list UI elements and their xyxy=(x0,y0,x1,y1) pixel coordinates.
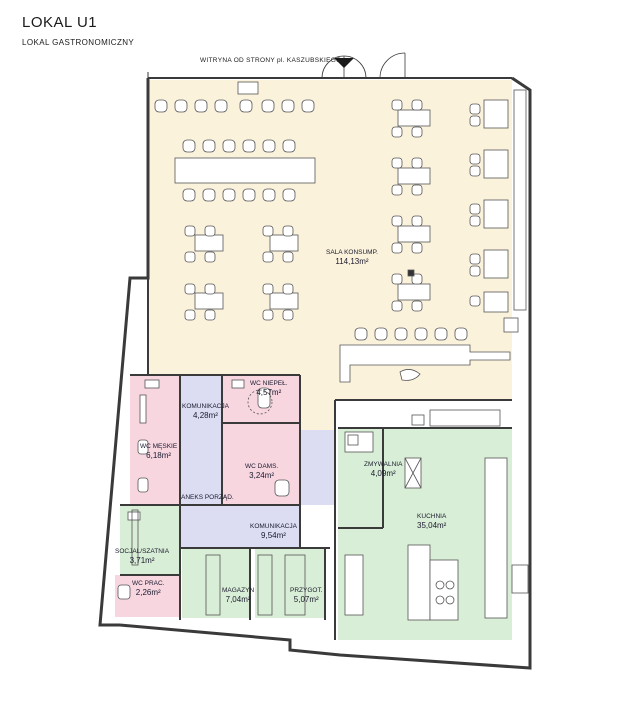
chair-row-top xyxy=(182,139,296,153)
tables-left xyxy=(184,225,299,321)
room-name: PRZYGOT. xyxy=(290,587,323,594)
room-area: 7,04m² xyxy=(225,595,251,605)
table-4seat xyxy=(391,157,431,196)
tables-right xyxy=(391,99,431,312)
room-area: 4,57m² xyxy=(256,388,282,398)
room-area: 9,54m² xyxy=(261,531,286,541)
table-4seat xyxy=(184,225,224,263)
bathroom-fixtures xyxy=(117,379,290,600)
room-area: 114,13m² xyxy=(335,257,369,267)
room-name: WC DAMS. xyxy=(245,463,279,470)
room-label-przygot: PRZYGOT. 5,07m² xyxy=(290,587,323,605)
table-4seat xyxy=(262,225,299,263)
entrance-door xyxy=(321,52,406,79)
magazyn-area xyxy=(182,548,250,618)
przygot-area xyxy=(255,548,325,618)
long-table-group xyxy=(174,139,316,202)
room-area: 35,04m² xyxy=(417,521,447,531)
booth-tables xyxy=(469,89,527,333)
room-name: KUCHNIA xyxy=(417,513,447,520)
plan-title: LOKAL U1 xyxy=(22,14,98,31)
room-label-magazyn: MAGAZYN 7,04m² xyxy=(222,587,254,605)
room-label-zmywalnia: ZMYWALNIA 4,09m² xyxy=(364,461,402,479)
kuchnia-area xyxy=(338,428,512,640)
room-name: SALA KONSUMP. xyxy=(326,249,378,256)
room-area: 5,07m² xyxy=(293,595,319,605)
entrance-arrow-icon xyxy=(334,58,354,68)
kitchen-equipment xyxy=(344,409,529,621)
chair-row-bottom xyxy=(182,188,296,202)
wc-meskie-area xyxy=(130,375,180,505)
room-label-socjal: SOCJAL/SZATNIA 3,71m² xyxy=(115,548,169,566)
room-name: WC NIEPEŁ. xyxy=(250,380,288,387)
room-name: KOMUNIKACJA xyxy=(182,403,229,410)
room-label-kuchnia: KUCHNIA 35,04m² xyxy=(417,513,446,531)
communication-lower-area xyxy=(180,430,335,548)
communication-upper-area xyxy=(180,375,222,520)
table-4seat xyxy=(184,283,224,321)
room-label-wc-prac: WC PRAC. 2,26m² xyxy=(132,580,165,598)
room-name: SOCJAL/SZATNIA xyxy=(115,548,170,555)
room-label-wc-dams: WC DAMS. 3,24m² xyxy=(245,463,278,481)
room-name: MAGAZYN xyxy=(222,587,255,594)
room-label-sala: SALA KONSUMP. 114,13m² xyxy=(326,249,378,267)
room-label-aneks: ANEKS PORZĄD. xyxy=(181,494,234,502)
table-4seat xyxy=(391,99,431,138)
room-name: WC PRAC. xyxy=(132,580,165,587)
room-label-komunikacja-2: KOMUNIKACJA 9,54m² xyxy=(250,523,297,541)
room-label-wc-meskie: WC MĘSKIE 6,18m² xyxy=(140,443,177,461)
room-label-wc-niepel: WC NIEPEŁ. 4,57m² xyxy=(250,380,288,398)
room-name: WC MĘSKIE xyxy=(140,443,178,450)
room-area: 4,28m² xyxy=(193,411,218,421)
interior-walls xyxy=(120,278,512,640)
room-name: ANEKS PORZĄD. xyxy=(181,494,234,501)
room-name: KOMUNIKACJA xyxy=(250,523,297,530)
room-area: 3,24m² xyxy=(249,471,275,481)
plan-subtitle: LOKAL GASTRONOMICZNY xyxy=(22,38,135,47)
room-label-komunikacja-1: KOMUNIKACJA 4,28m² xyxy=(182,403,229,421)
room-area: 4,09m² xyxy=(370,469,396,479)
room-name: ZMYWALNIA xyxy=(364,461,403,468)
storage-shelving xyxy=(131,509,306,616)
frontage-label: WITRYNA OD STRONY pl. KASZUBSKIEGO xyxy=(200,57,342,64)
table-4seat xyxy=(262,283,299,321)
table-4seat xyxy=(391,215,431,254)
room-area: 3,71m² xyxy=(129,556,155,566)
room-area: 6,18m² xyxy=(146,451,172,461)
room-area: 2,26m² xyxy=(135,588,161,598)
bar-counter xyxy=(339,327,511,383)
table-4seat xyxy=(391,273,431,312)
window-chairs xyxy=(154,81,315,113)
